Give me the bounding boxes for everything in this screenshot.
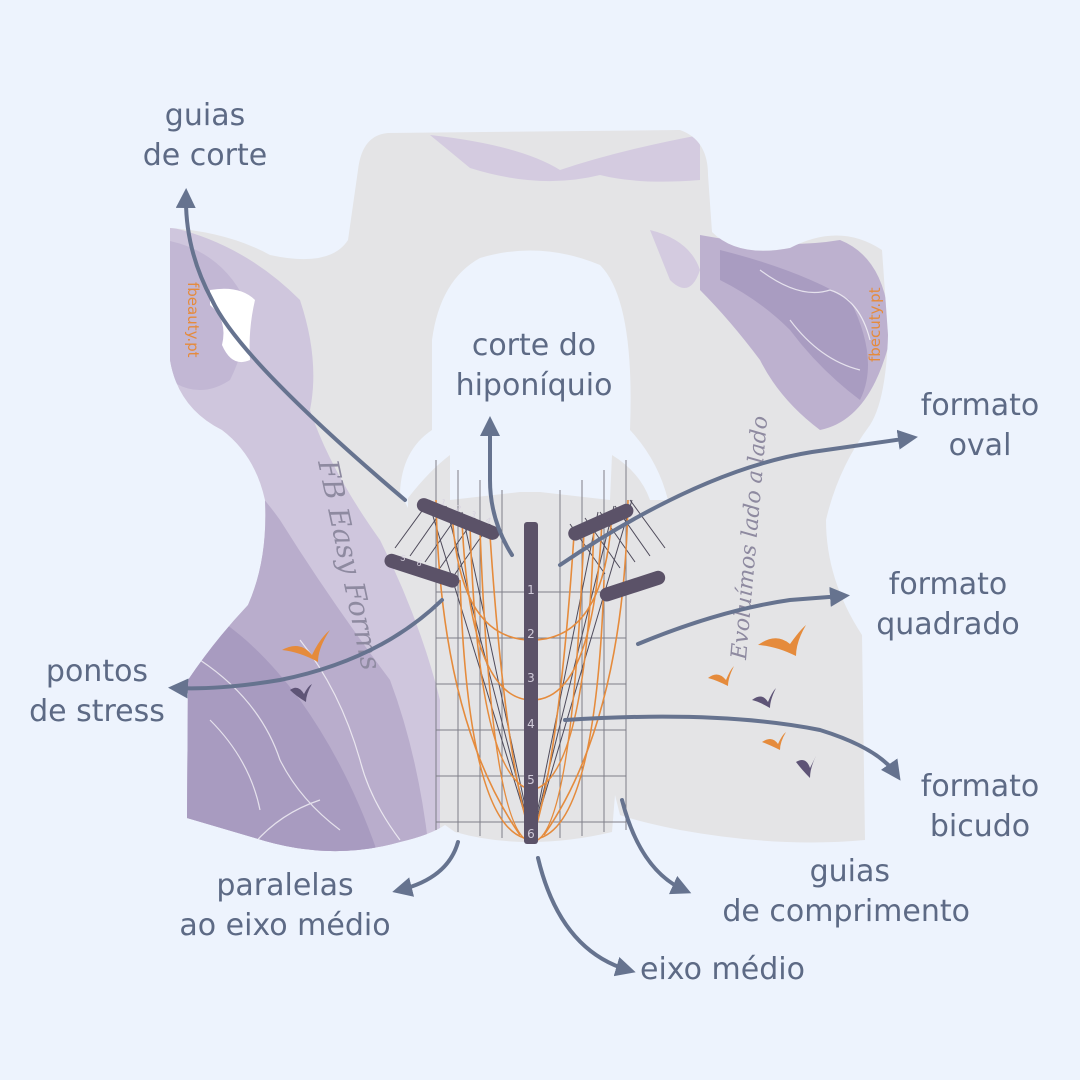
cut-guide-lower-right bbox=[599, 570, 666, 602]
label-guias-corte: guias de corte bbox=[142, 98, 268, 173]
cut-guide-number: 6 bbox=[415, 558, 423, 568]
cut-guide-number: 3 bbox=[469, 510, 477, 520]
axis-number: 4 bbox=[527, 717, 535, 731]
arrow-guias-corte bbox=[175, 188, 407, 502]
brand-text-left: fbeauty.pt bbox=[184, 282, 202, 358]
label-pontos-stress: pontos de stress bbox=[29, 654, 165, 729]
arrow-pontos-stress bbox=[168, 598, 444, 699]
axis-number: 3 bbox=[527, 671, 535, 685]
arrow-corte-hiponiquio bbox=[480, 416, 514, 557]
central-axis-bar bbox=[524, 522, 538, 844]
axis-number: 1 bbox=[527, 583, 535, 597]
arrow-paralelas-eixo bbox=[392, 840, 460, 897]
cut-guide-upper-left bbox=[416, 498, 500, 540]
arrow-formato-bicudo bbox=[563, 714, 901, 781]
label-eixo-medio: eixo médio bbox=[640, 952, 805, 987]
brand-text-right: fbecuty.pt bbox=[866, 287, 884, 362]
label-formato-oval: formato oval bbox=[920, 388, 1040, 463]
cut-guide-lower-left bbox=[384, 553, 460, 588]
axis-number: 6 bbox=[527, 827, 535, 841]
label-guias-comprimento: guias de comprimento bbox=[722, 854, 970, 929]
label-formato-bicudo: formato bicudo bbox=[920, 769, 1040, 844]
cut-guide-upper-right bbox=[568, 503, 634, 541]
label-paralelas-eixo: paralelas ao eixo médio bbox=[179, 868, 391, 943]
swallow-icon-purple bbox=[290, 684, 816, 778]
swallow-icon-orange bbox=[282, 625, 806, 750]
label-formato-quadrado: formato quadrado bbox=[876, 567, 1020, 642]
arrow-formato-oval bbox=[558, 429, 918, 567]
cut-guide-number: 4 bbox=[484, 516, 492, 526]
axis-number: 5 bbox=[527, 773, 535, 787]
label-corte-hiponiquio: corte do hiponíquio bbox=[455, 328, 613, 403]
cut-guide-number: 2 bbox=[454, 504, 462, 514]
cut-guide-number: 1 bbox=[439, 498, 447, 508]
watercolor-decoration bbox=[170, 135, 888, 852]
annotation-arrows bbox=[168, 188, 918, 977]
cut-guide-bars bbox=[384, 498, 666, 602]
arrow-formato-quadrado bbox=[636, 586, 850, 646]
arrow-eixo-medio bbox=[536, 856, 636, 977]
arrow-guias-comprimento bbox=[620, 798, 692, 895]
axis-number: 2 bbox=[527, 627, 535, 641]
cut-guide-number: 5 bbox=[399, 553, 407, 563]
